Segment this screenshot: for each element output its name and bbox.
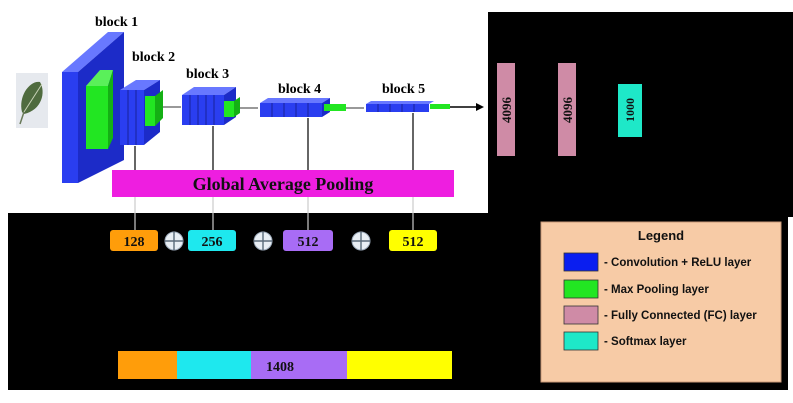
legend-label-softmax: - Softmax layer bbox=[604, 336, 687, 348]
feature-box-256-value: 256 bbox=[202, 235, 223, 250]
feature-box-512-b: 512 bbox=[389, 230, 437, 251]
feature-box-256: 256 bbox=[188, 230, 236, 251]
softmax-layer bbox=[618, 84, 642, 137]
feature-box-512-b-value: 512 bbox=[403, 235, 424, 250]
block-4-conv bbox=[260, 98, 346, 117]
block-3-conv bbox=[182, 87, 240, 125]
fc-layer-1 bbox=[497, 63, 515, 156]
legend-swatch-softmax bbox=[563, 331, 599, 351]
concat-plus-icon-2 bbox=[253, 231, 273, 251]
fc-layer-1-value: 4096 bbox=[499, 97, 514, 124]
softmax-layer-value: 1000 bbox=[623, 98, 637, 122]
concatenated-feature-vector: 1408 bbox=[118, 351, 452, 379]
legend-swatch-pool bbox=[563, 279, 599, 299]
concat-plus-icon-3 bbox=[351, 231, 371, 251]
legend-label-fc: - Fully Connected (FC) layer bbox=[604, 310, 757, 322]
feature-box-512-a: 512 bbox=[283, 230, 333, 251]
block-1-label: block 1 bbox=[95, 15, 138, 30]
block-5-label: block 5 bbox=[382, 82, 425, 97]
legend-swatch-conv bbox=[563, 252, 599, 272]
block-2-conv bbox=[120, 80, 163, 145]
feature-connectors bbox=[134, 197, 414, 230]
block-3-label: block 3 bbox=[186, 67, 229, 82]
feature-box-128-value: 128 bbox=[124, 235, 145, 250]
block-4-pool bbox=[324, 104, 346, 111]
fc-layer-2 bbox=[558, 63, 576, 156]
input-leaf-image bbox=[16, 73, 48, 128]
feature-box-128: 128 bbox=[110, 230, 158, 251]
block-1-pool bbox=[86, 86, 108, 149]
concat-segment-128 bbox=[118, 351, 177, 379]
gap-connectors bbox=[134, 113, 414, 170]
block-1-conv bbox=[62, 32, 124, 183]
block-4-label: block 4 bbox=[278, 82, 321, 97]
legend-label-pool: - Max Pooling layer bbox=[604, 284, 709, 296]
global-average-pooling-label: Global Average Pooling bbox=[193, 174, 374, 194]
concat-segment-512-a bbox=[251, 351, 347, 379]
block-5-conv bbox=[366, 101, 450, 112]
block-2-pool bbox=[145, 96, 155, 126]
global-average-pooling-bar bbox=[112, 170, 454, 197]
block-3-pool bbox=[224, 101, 234, 117]
fc-layer-2-value: 4096 bbox=[560, 97, 575, 124]
flow-arrows bbox=[163, 103, 484, 111]
block-2-label: block 2 bbox=[132, 50, 175, 65]
legend: Legend - Convolution + ReLU layer - Max … bbox=[540, 221, 782, 383]
concat-segment-256 bbox=[177, 351, 251, 379]
concat-segment-512-b bbox=[347, 351, 452, 379]
feature-box-512-a-value: 512 bbox=[298, 235, 319, 250]
concat-plus-icon-1 bbox=[164, 231, 184, 251]
legend-title: Legend bbox=[638, 228, 684, 243]
block-5-pool bbox=[430, 104, 450, 109]
legend-swatch-fc bbox=[563, 305, 599, 325]
legend-label-conv: - Convolution + ReLU layer bbox=[604, 257, 752, 269]
concatenated-vector-value: 1408 bbox=[266, 360, 294, 375]
